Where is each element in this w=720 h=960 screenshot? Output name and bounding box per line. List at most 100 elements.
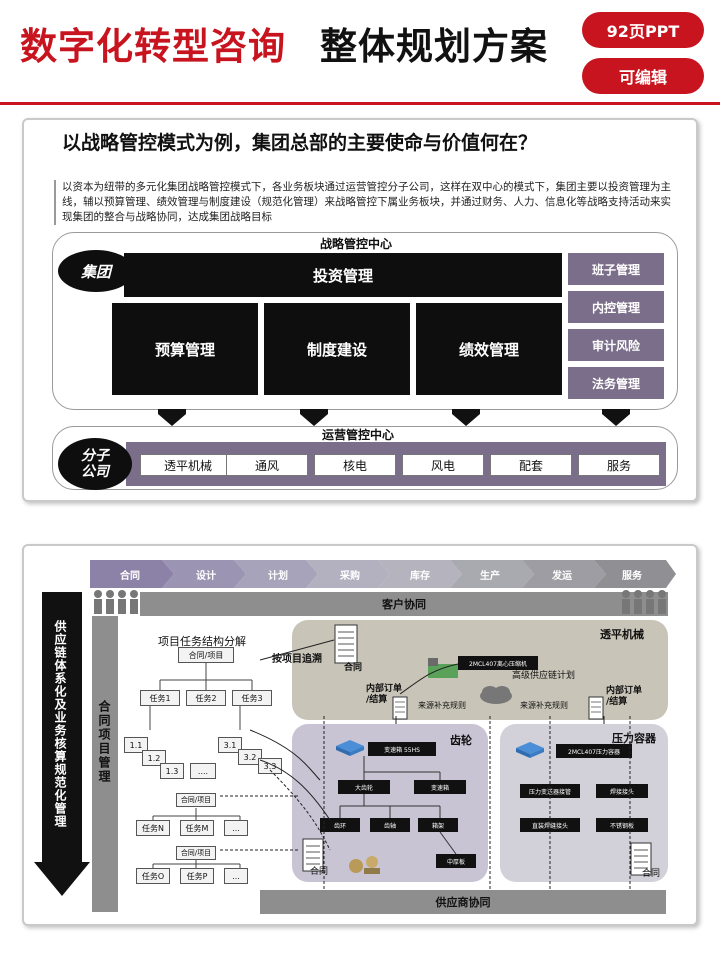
badge-edit: 可编辑 [582, 58, 704, 94]
down-arrow-2 [300, 409, 328, 426]
sub-company-label: 分子 公司 [58, 438, 132, 490]
sub-service: 服务 [578, 454, 660, 476]
contract-label-bottom-right: 合同 [642, 869, 661, 879]
gear-part-plate: 中厚板 [436, 854, 476, 868]
advanced-plan-label: 高级供应链计划 [512, 671, 576, 681]
performance-mgmt-block: 绩效管理 [416, 303, 562, 395]
subtask-3-2: 3.2 [238, 749, 262, 765]
customer-collab-bar: 客户协同 [140, 592, 668, 616]
chev-contract [90, 560, 174, 588]
contract-project-2: 合同/项目 [176, 793, 216, 807]
contract-mgmt-label: 合同项目管理 [97, 700, 111, 784]
left-vertical-title: 供应链体系化及业务核算规范化管理 [53, 620, 67, 828]
sub-ventilation: 通风 [226, 454, 308, 476]
chev-plan [234, 560, 318, 588]
gear-part-gearbox: 变速箱 55HS [368, 742, 436, 756]
contract-label-bottom-left: 合同 [310, 867, 329, 877]
header-divider [0, 102, 720, 105]
sub-nuclear: 核电 [314, 454, 396, 476]
gear-part-shaft: 齿轴 [370, 818, 410, 832]
flow-connectors [220, 639, 631, 890]
ops-center-label: 运营管控中心 [322, 428, 395, 442]
right-item-internal-control: 内控管理 [568, 291, 664, 323]
pressure-vessel-icon [516, 742, 544, 758]
chev-production [450, 560, 534, 588]
invest-mgmt-block: 投资管理 [124, 253, 562, 297]
sub-supporting: 配套 [490, 454, 572, 476]
sub-company-label-line1: 分子 [81, 448, 109, 464]
system-build-block: 制度建设 [264, 303, 410, 395]
gear-part-ring: 齿环 [320, 818, 360, 832]
sub-wind: 风电 [402, 454, 484, 476]
right-item-legal: 法务管理 [568, 367, 664, 399]
left-down-arrow [34, 592, 90, 896]
internal-order-right: 内部订单 /结算 [606, 686, 643, 707]
down-arrow-1 [158, 409, 186, 426]
gear-tree-lines [339, 756, 457, 855]
task-op-dots: ... [224, 868, 248, 884]
task-n: 任务N [136, 820, 170, 836]
server-label: 2MCL407离心压缩机 [458, 656, 538, 670]
track-label: 按项目追溯 [272, 654, 322, 665]
subtask-1-2: 1.2 [142, 750, 166, 766]
chev-purchase [306, 560, 390, 588]
pressure-part-weld-joint: 焊接接头 [596, 784, 648, 798]
contract-doc-icon-bottom-left [302, 838, 324, 872]
contract-project-root: 合同/项目 [178, 647, 234, 663]
supplier-collab-bar: 供应商协同 [260, 890, 666, 914]
people-icon-left [94, 590, 138, 614]
contract-project-3: 合同/项目 [176, 846, 216, 860]
step-inventory: 库存 [410, 571, 430, 582]
step-shipping: 发运 [552, 571, 572, 582]
right-item-team: 班子管理 [568, 253, 664, 285]
badge-pages: 92页PPT [582, 12, 704, 48]
gear-part-big-gear: 大齿轮 [338, 780, 390, 794]
task-o: 任务O [136, 868, 170, 884]
subtask-dots: .... [190, 763, 216, 779]
contract-doc-icon-top [334, 624, 358, 664]
panel1-description: 以资本为纽带的多元化集团战略管控模式下，各业务板块通过运营管控分子公司，这样在双… [54, 180, 678, 225]
internal-order-left: 内部订单 /结算 [366, 684, 403, 705]
contract-doc-icon-bottom-right [630, 842, 652, 876]
supply-rule-right: 来源补充规则 [520, 701, 568, 710]
subtask-3-1: 3.1 [218, 737, 242, 753]
task-m: 任务M [180, 820, 214, 836]
pressure-title: 压力容器 [612, 732, 656, 745]
strategy-center-label: 战略管控中心 [320, 237, 393, 251]
budget-mgmt-block: 预算管理 [112, 303, 258, 395]
sub-company-label-line2: 公司 [81, 464, 109, 480]
subtask-3-3: 3.3 [258, 758, 282, 774]
gear-part-frame: 箱架 [418, 818, 458, 832]
panel1-question: 以战略管控模式为例，集团总部的主要使命与价值何在？ [62, 132, 538, 154]
gear-title: 齿轮 [450, 734, 472, 747]
title-black: 整体规划方案 [320, 25, 548, 68]
pressure-part-vessel: 2MCL407压力容器 [556, 744, 632, 758]
group-label: 集团 [58, 250, 134, 292]
down-arrow-4 [602, 409, 630, 426]
right-item-audit-risk: 审计风险 [568, 329, 664, 361]
task-3: 任务3 [232, 690, 272, 706]
task-tree-lines [149, 663, 253, 868]
task-2: 任务2 [186, 690, 226, 706]
step-contract: 合同 [120, 571, 140, 582]
step-purchase: 采购 [340, 571, 360, 582]
turbine-title: 透平机械 [600, 628, 644, 641]
process-chevrons [90, 560, 676, 588]
step-production: 生产 [480, 571, 500, 582]
order-doc-icon-right [588, 696, 604, 720]
chev-design [162, 560, 246, 588]
gear-part-gearbox-2: 变速箱 [414, 780, 466, 794]
down-arrow-3 [452, 409, 480, 426]
factory-icon [428, 658, 458, 678]
chev-shipping [522, 560, 606, 588]
subtask-1-1: 1.1 [124, 737, 148, 753]
step-plan: 计划 [268, 571, 288, 582]
task-nm-dots: ... [224, 820, 248, 836]
supply-rule-left: 来源补充规则 [418, 701, 466, 710]
step-service: 服务 [622, 571, 642, 582]
cloud-icon [480, 686, 512, 704]
gearbox-icon [336, 740, 364, 756]
contract-mgmt-column [92, 616, 118, 912]
task-tree-title: 项目任务结构分解 [158, 635, 246, 648]
task-1: 任务1 [140, 690, 180, 706]
